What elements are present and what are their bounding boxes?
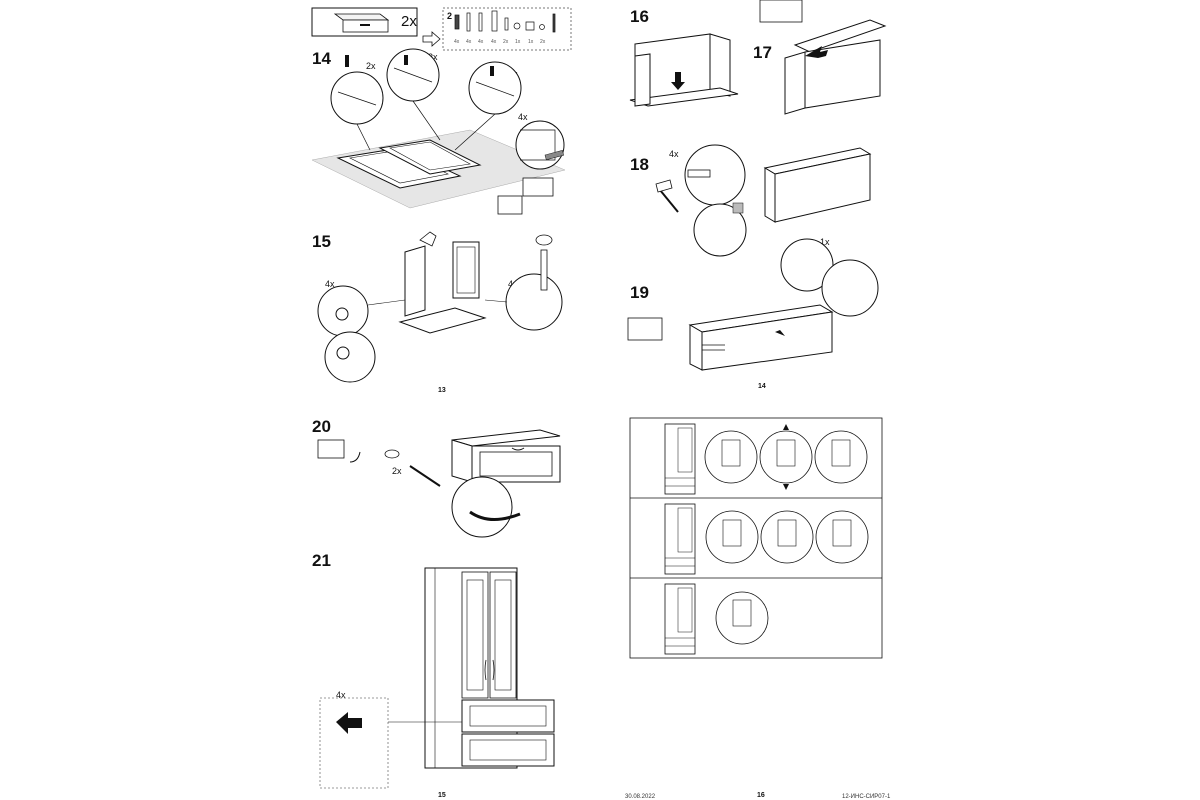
- bag-number: 2: [447, 11, 453, 21]
- step-number: 14: [312, 49, 331, 68]
- part-code: 4x: [478, 39, 484, 45]
- quantity-label: 4x: [336, 690, 346, 700]
- quantity-label: 1x: [820, 237, 830, 247]
- drawer-multiplier: 2x: [401, 13, 417, 30]
- quantity-label: 2x: [366, 61, 376, 71]
- step-number: 18: [630, 155, 649, 174]
- part-code: 4x: [466, 39, 472, 45]
- step-number: 15: [312, 232, 331, 251]
- step-17-illustration: [759, 0, 887, 115]
- part-code: 1x: [515, 39, 521, 45]
- part-code: 2x: [503, 39, 509, 45]
- page-number: 16: [757, 792, 765, 799]
- step-21-illustration: [319, 567, 555, 789]
- quantity-label: 4x: [518, 112, 528, 122]
- step-16-illustration: [629, 33, 739, 107]
- step-number: 20: [312, 417, 331, 436]
- quantity-label: 2x: [392, 466, 402, 476]
- page-number: 15: [438, 792, 446, 799]
- info-panel-graphic: [629, 417, 883, 659]
- part-code: 4x: [491, 39, 497, 45]
- step-number: 19: [630, 283, 649, 302]
- right-page: 16 17 18 4x 2x: [600, 0, 1200, 800]
- step-20-illustration: [317, 429, 561, 538]
- step-15-illustration: [317, 231, 563, 383]
- left-page: 2x 2 4x 4x 4x 4x 2x 1x 1x 2x 14 2x 2x 2x…: [311, 7, 572, 799]
- page-number: 14: [758, 383, 766, 390]
- quantity-label: 4x: [669, 149, 679, 159]
- quantity-label: 4x: [325, 279, 335, 289]
- date-stamp: 30.08.2022: [625, 794, 656, 800]
- step-14-illustration: [311, 48, 566, 215]
- page-number: 13: [438, 387, 446, 394]
- part-code: 4x: [454, 39, 460, 45]
- step-18-illustration: [655, 144, 872, 257]
- part-code: 2x: [540, 39, 546, 45]
- step-number: 16: [630, 7, 649, 26]
- step-number: 17: [753, 43, 772, 62]
- step-number: 21: [312, 551, 331, 570]
- document-code: 12-ИНС-СИР07-1: [842, 794, 891, 800]
- quantity-label: 2x: [428, 52, 438, 62]
- drawer-header-graphic: [311, 7, 572, 51]
- step-19-illustration: [627, 238, 879, 371]
- part-code: 1x: [528, 39, 534, 45]
